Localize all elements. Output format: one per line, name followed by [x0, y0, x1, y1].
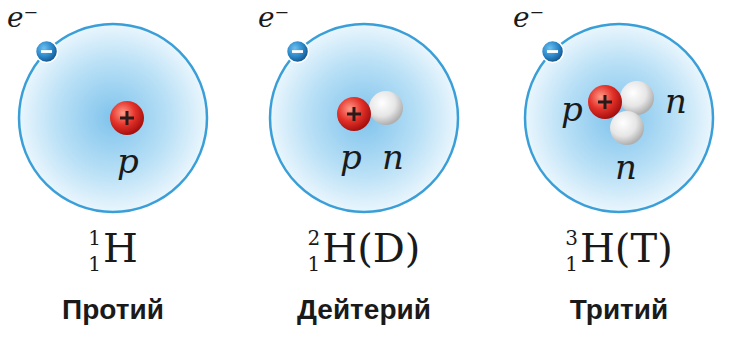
- particle-label: p: [117, 144, 139, 178]
- isotope-symbol: 3: [565, 228, 578, 248]
- atom-circle: e⁻p11HПротий: [17, 22, 209, 214]
- electron-rim: [36, 41, 58, 63]
- atom-circle: e⁻pn21H(D)Дейтерий: [268, 22, 460, 214]
- electron-label: e⁻: [513, 4, 544, 32]
- atom-circle: e⁻pnn31H(T)Тритий: [523, 22, 715, 214]
- isotope-symbol: 1: [308, 254, 321, 274]
- isotope-symbol: 2: [308, 228, 321, 248]
- plus-sign: [353, 107, 356, 121]
- particle-label: p: [340, 140, 362, 174]
- atom-drawing: [523, 22, 715, 214]
- minus-sign: [41, 50, 52, 53]
- isotope-name: Тритий: [493, 296, 745, 324]
- electron-orbit: [19, 24, 207, 212]
- isotope-symbol: 1: [565, 254, 578, 274]
- particle-label: p: [561, 92, 583, 126]
- proton-sphere: [337, 97, 371, 131]
- electron-sphere: [542, 41, 564, 63]
- isotope-name: Протий: [0, 296, 239, 324]
- isotope-symbol: 1: [88, 254, 101, 274]
- neutron-sphere: [610, 111, 644, 145]
- isotope-symbol: 1: [88, 228, 101, 248]
- electron-label: e⁻: [258, 4, 289, 32]
- isotope-symbol: H: [103, 228, 138, 268]
- plus-sign: [126, 111, 129, 125]
- particle-label: n: [665, 84, 687, 118]
- electron-rim: [542, 41, 564, 63]
- electron-sphere: [287, 41, 309, 63]
- proton-sphere: [110, 101, 144, 135]
- electron-rim: [287, 41, 309, 63]
- electron-sphere: [36, 41, 58, 63]
- minus-sign: [547, 50, 558, 53]
- electron-label: e⁻: [7, 4, 38, 32]
- electron-orbit: [270, 24, 458, 212]
- proton-sphere: [588, 85, 622, 119]
- neutron-sphere: [620, 81, 654, 115]
- isotope-symbol: H(T): [580, 228, 673, 268]
- isotope-symbol: H(D): [322, 228, 420, 268]
- neutron-sphere: [369, 91, 403, 125]
- minus-sign: [292, 50, 303, 53]
- plus-sign: [604, 95, 607, 109]
- isotope-name: Дейтерий: [238, 296, 490, 324]
- atom-drawing: [268, 22, 460, 214]
- atom-drawing: [17, 22, 209, 214]
- particle-label: n: [615, 150, 637, 184]
- electron-orbit: [525, 24, 713, 212]
- particle-label: n: [382, 140, 404, 174]
